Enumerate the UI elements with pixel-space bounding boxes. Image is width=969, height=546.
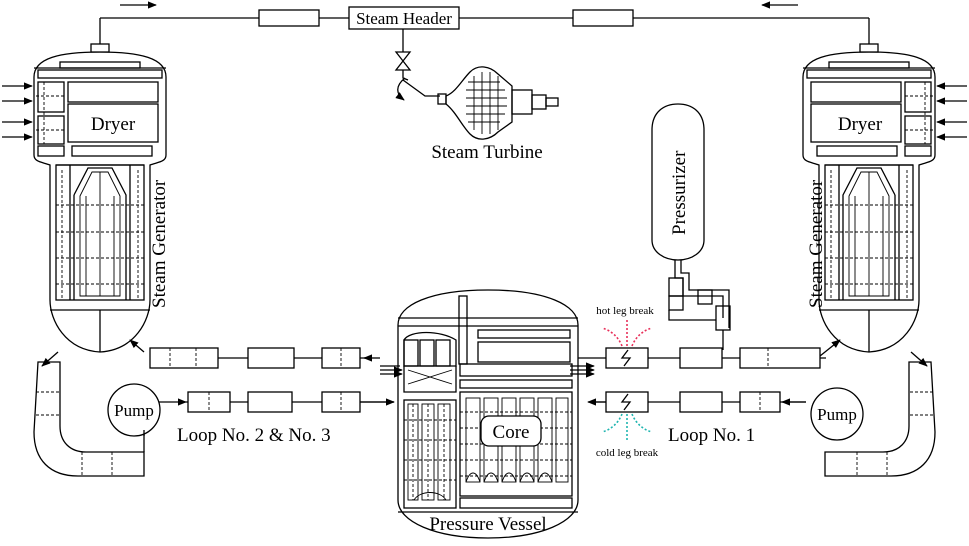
- dryer-right-label: Dryer: [838, 114, 883, 135]
- pump-left-label: Pump: [114, 401, 154, 420]
- valve-icon: [394, 51, 412, 71]
- cold-leg-break-indicator: cold leg break: [596, 413, 659, 459]
- cold-leg-break-icon: [620, 393, 632, 411]
- loop-left-label: Loop No. 2 & No. 3: [177, 425, 331, 446]
- steam-turbine: Steam Turbine: [431, 66, 559, 163]
- pressurizer: Pressurizer: [651, 103, 731, 350]
- hot-leg-break-label: hot leg break: [596, 305, 654, 317]
- steam-generator-left-label: Steam Generator: [149, 179, 170, 308]
- core-label: Core: [493, 422, 530, 443]
- loop-right-label: Loop No. 1: [668, 425, 755, 446]
- pressurizer-label: Pressurizer: [669, 150, 690, 235]
- loop-right-piping: Pump Loop No. 1: [570, 339, 864, 446]
- pump-right-icon: [810, 387, 864, 441]
- cold-leg-break-label: cold leg break: [596, 447, 659, 459]
- pump-right-label: Pump: [817, 405, 857, 424]
- dryer-left-label: Dryer: [91, 114, 136, 135]
- steam-turbine-label: Steam Turbine: [431, 142, 542, 163]
- steam-header-label: Steam Header: [356, 9, 452, 28]
- pump-left-icon: [107, 383, 161, 437]
- pressure-vessel-label: Pressure Vessel: [429, 514, 546, 535]
- steam-header-box: [348, 6, 460, 30]
- steam-header-system: Steam Header: [100, 1, 869, 101]
- pressure-vessel: Core Pressure Vessel: [397, 289, 579, 539]
- steam-generator-right: Dryer Steam Generator: [803, 18, 967, 476]
- hot-leg-break-indicator: hot leg break: [596, 305, 654, 347]
- hot-leg-break-icon: [620, 349, 632, 367]
- loop-left-piping: Pump Loop No. 2 & No. 3: [107, 339, 403, 452]
- steam-generator-left: Dryer Steam Generator: [2, 18, 170, 476]
- steam-generator-right-label: Steam Generator: [806, 179, 827, 308]
